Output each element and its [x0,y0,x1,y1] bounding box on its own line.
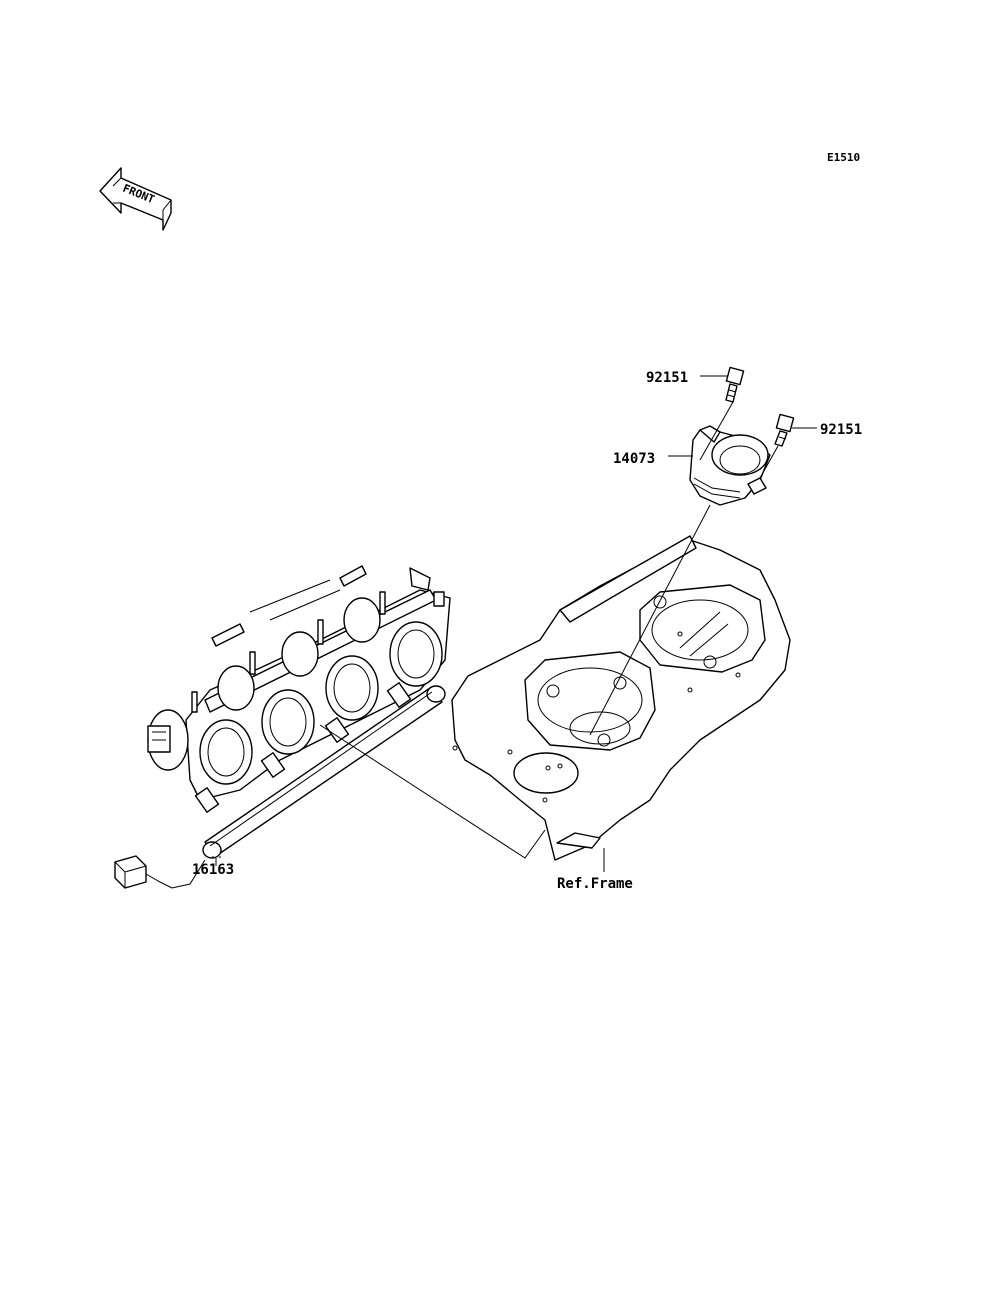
bolt-icon-right [774,413,795,447]
front-arrow-icon: FRONT [99,167,172,231]
duct-part-14073 [689,425,771,506]
sensor-16163 [114,855,206,889]
bolt-icon-top [725,366,745,403]
part-number-14073: 14073 [613,451,655,467]
part-number-92151-right: 92151 [820,422,862,438]
frame-part [451,535,791,861]
diagram-code: E1510 [827,151,860,164]
ref-frame-label: Ref.Frame [557,876,633,892]
part-number-92151-top: 92151 [646,370,688,386]
part-number-16163: 16163 [192,862,234,878]
throttle-body-assembly [147,565,451,859]
